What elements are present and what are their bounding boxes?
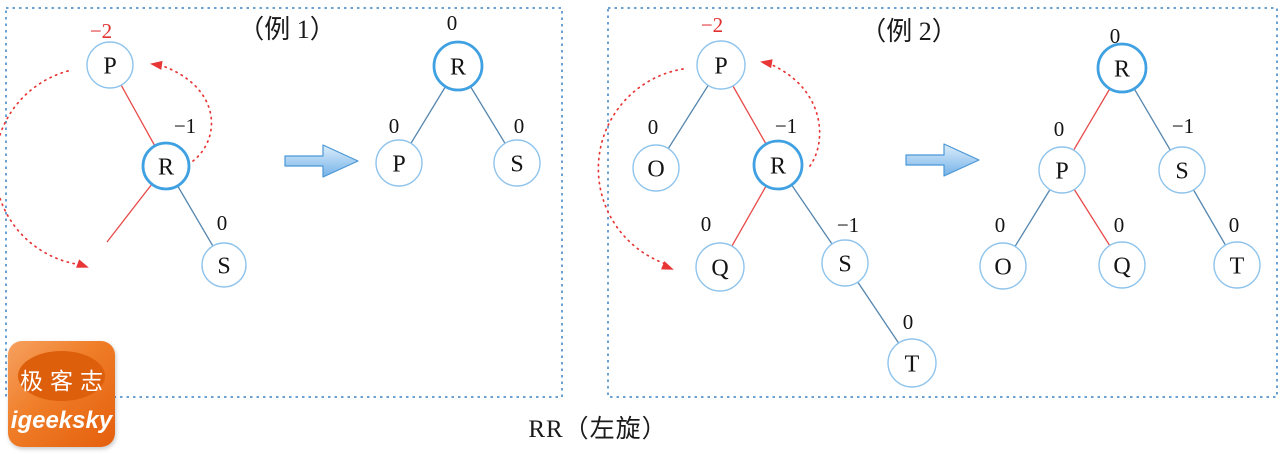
node-circle bbox=[1038, 146, 1086, 194]
tree-node-O: O0 bbox=[632, 115, 680, 192]
tree-node-S: S −1 bbox=[1158, 114, 1206, 194]
node-label: R bbox=[770, 154, 786, 180]
rotation-arc-arrowhead bbox=[150, 60, 163, 70]
logo-ellipse bbox=[18, 351, 105, 401]
tree-node-R: R0 bbox=[1096, 24, 1148, 94]
transform-arrow-icon bbox=[284, 144, 359, 178]
node-circle bbox=[86, 41, 134, 89]
node-circle bbox=[632, 144, 680, 192]
node-circle bbox=[201, 242, 247, 288]
balance-factor-label: 0 bbox=[447, 11, 458, 35]
balance-factor-label: −1 bbox=[174, 114, 196, 138]
diagram-caption: RR（左旋） bbox=[528, 416, 668, 443]
node-label: T bbox=[905, 352, 920, 378]
rotation-arc bbox=[0, 70, 84, 266]
balance-factor-label: −1 bbox=[837, 213, 859, 237]
panel-border bbox=[607, 7, 1278, 398]
node-circle bbox=[1213, 241, 1261, 289]
balance-factor-label: 0 bbox=[1229, 213, 1240, 237]
tree-node-O: O0 bbox=[979, 213, 1027, 290]
panel-border bbox=[5, 7, 563, 398]
node-label: T bbox=[1230, 254, 1245, 280]
balance-factor-label: 0 bbox=[648, 115, 659, 139]
node-circle bbox=[375, 139, 423, 187]
tree-node-P: P0 bbox=[375, 114, 423, 187]
node-circle bbox=[821, 239, 869, 287]
tree-node-Q: Q0 bbox=[1098, 213, 1146, 289]
rotation-arc bbox=[159, 64, 213, 162]
balance-factor-label: 0 bbox=[514, 114, 525, 138]
node-label: P bbox=[103, 54, 116, 80]
tree-node-P: P0 bbox=[1038, 117, 1086, 194]
transform-arrow-icon bbox=[905, 143, 980, 177]
tree-node-Q: Q0 bbox=[695, 212, 745, 292]
tree-node-R: R−1 bbox=[141, 114, 196, 191]
node-label: P bbox=[714, 54, 727, 80]
balance-factor-label: −2 bbox=[701, 13, 723, 37]
node-circle bbox=[695, 242, 745, 292]
tree-node-T: T0 bbox=[887, 310, 937, 388]
balance-factor-label: −1 bbox=[775, 114, 797, 138]
node-circle bbox=[979, 242, 1027, 290]
node-circle bbox=[752, 139, 804, 191]
balance-factor-label: 0 bbox=[217, 211, 228, 235]
tree-before: P−2R−1S0 bbox=[86, 19, 247, 288]
tree-node-S: S0 bbox=[201, 211, 247, 288]
node-circle bbox=[887, 338, 937, 388]
rotation-arc-arrowhead bbox=[760, 59, 773, 69]
tree-node-P: P −2 bbox=[86, 19, 134, 89]
balance-factor-label: 0 bbox=[389, 114, 400, 138]
balance-factor-label: 0 bbox=[1114, 213, 1125, 237]
node-label: O bbox=[994, 255, 1011, 281]
rotation-arc bbox=[597, 68, 684, 265]
node-circle bbox=[432, 40, 484, 92]
tree-node-R: R0 bbox=[432, 11, 484, 92]
rotation-arc-arrowhead bbox=[661, 261, 674, 270]
node-label: R bbox=[1114, 57, 1130, 83]
node-label: S bbox=[510, 152, 523, 178]
node-label: Q bbox=[711, 256, 728, 282]
node-circle bbox=[1098, 241, 1146, 289]
rotation-arc bbox=[769, 63, 821, 167]
balance-factor-label: 0 bbox=[995, 213, 1006, 237]
node-label: S bbox=[217, 254, 230, 280]
logo-chinese-text: 极客志 bbox=[20, 369, 110, 394]
tree-node-S: S0 bbox=[493, 114, 541, 187]
node-circle bbox=[141, 141, 191, 191]
node-label: P bbox=[1055, 159, 1068, 185]
panel-title: （例 2） bbox=[860, 17, 958, 46]
balance-factor-label: −1 bbox=[1172, 114, 1194, 138]
balance-factor-label: −2 bbox=[90, 19, 112, 43]
node-label: P bbox=[392, 152, 405, 178]
node-label: O bbox=[647, 157, 664, 183]
balance-factor-label: 0 bbox=[1054, 117, 1065, 141]
panel-title: （例 1） bbox=[238, 15, 336, 44]
node-label: R bbox=[450, 55, 466, 81]
node-circle bbox=[696, 40, 746, 90]
tree-node-S: S −1 bbox=[821, 213, 869, 287]
tree-node-R: R −1 bbox=[752, 114, 804, 191]
logo-badge: 极客志 igeeksky bbox=[8, 341, 115, 447]
node-label: R bbox=[158, 155, 174, 181]
node-label: S bbox=[838, 252, 851, 278]
tree-node-T: T0 bbox=[1213, 213, 1261, 289]
balance-factor-label: 0 bbox=[701, 212, 712, 236]
node-label: Q bbox=[1113, 254, 1130, 280]
logo-latin-text: igeeksky bbox=[10, 407, 113, 434]
balance-factor-label: 0 bbox=[1110, 24, 1121, 48]
balance-factor-label: 0 bbox=[903, 310, 914, 334]
node-circle bbox=[493, 139, 541, 187]
node-label: S bbox=[1175, 159, 1188, 185]
node-circle bbox=[1158, 146, 1206, 194]
node-circle bbox=[1096, 42, 1148, 94]
tree-node-P: P −2 bbox=[696, 13, 746, 90]
rotation-arc-arrowhead bbox=[76, 259, 89, 268]
